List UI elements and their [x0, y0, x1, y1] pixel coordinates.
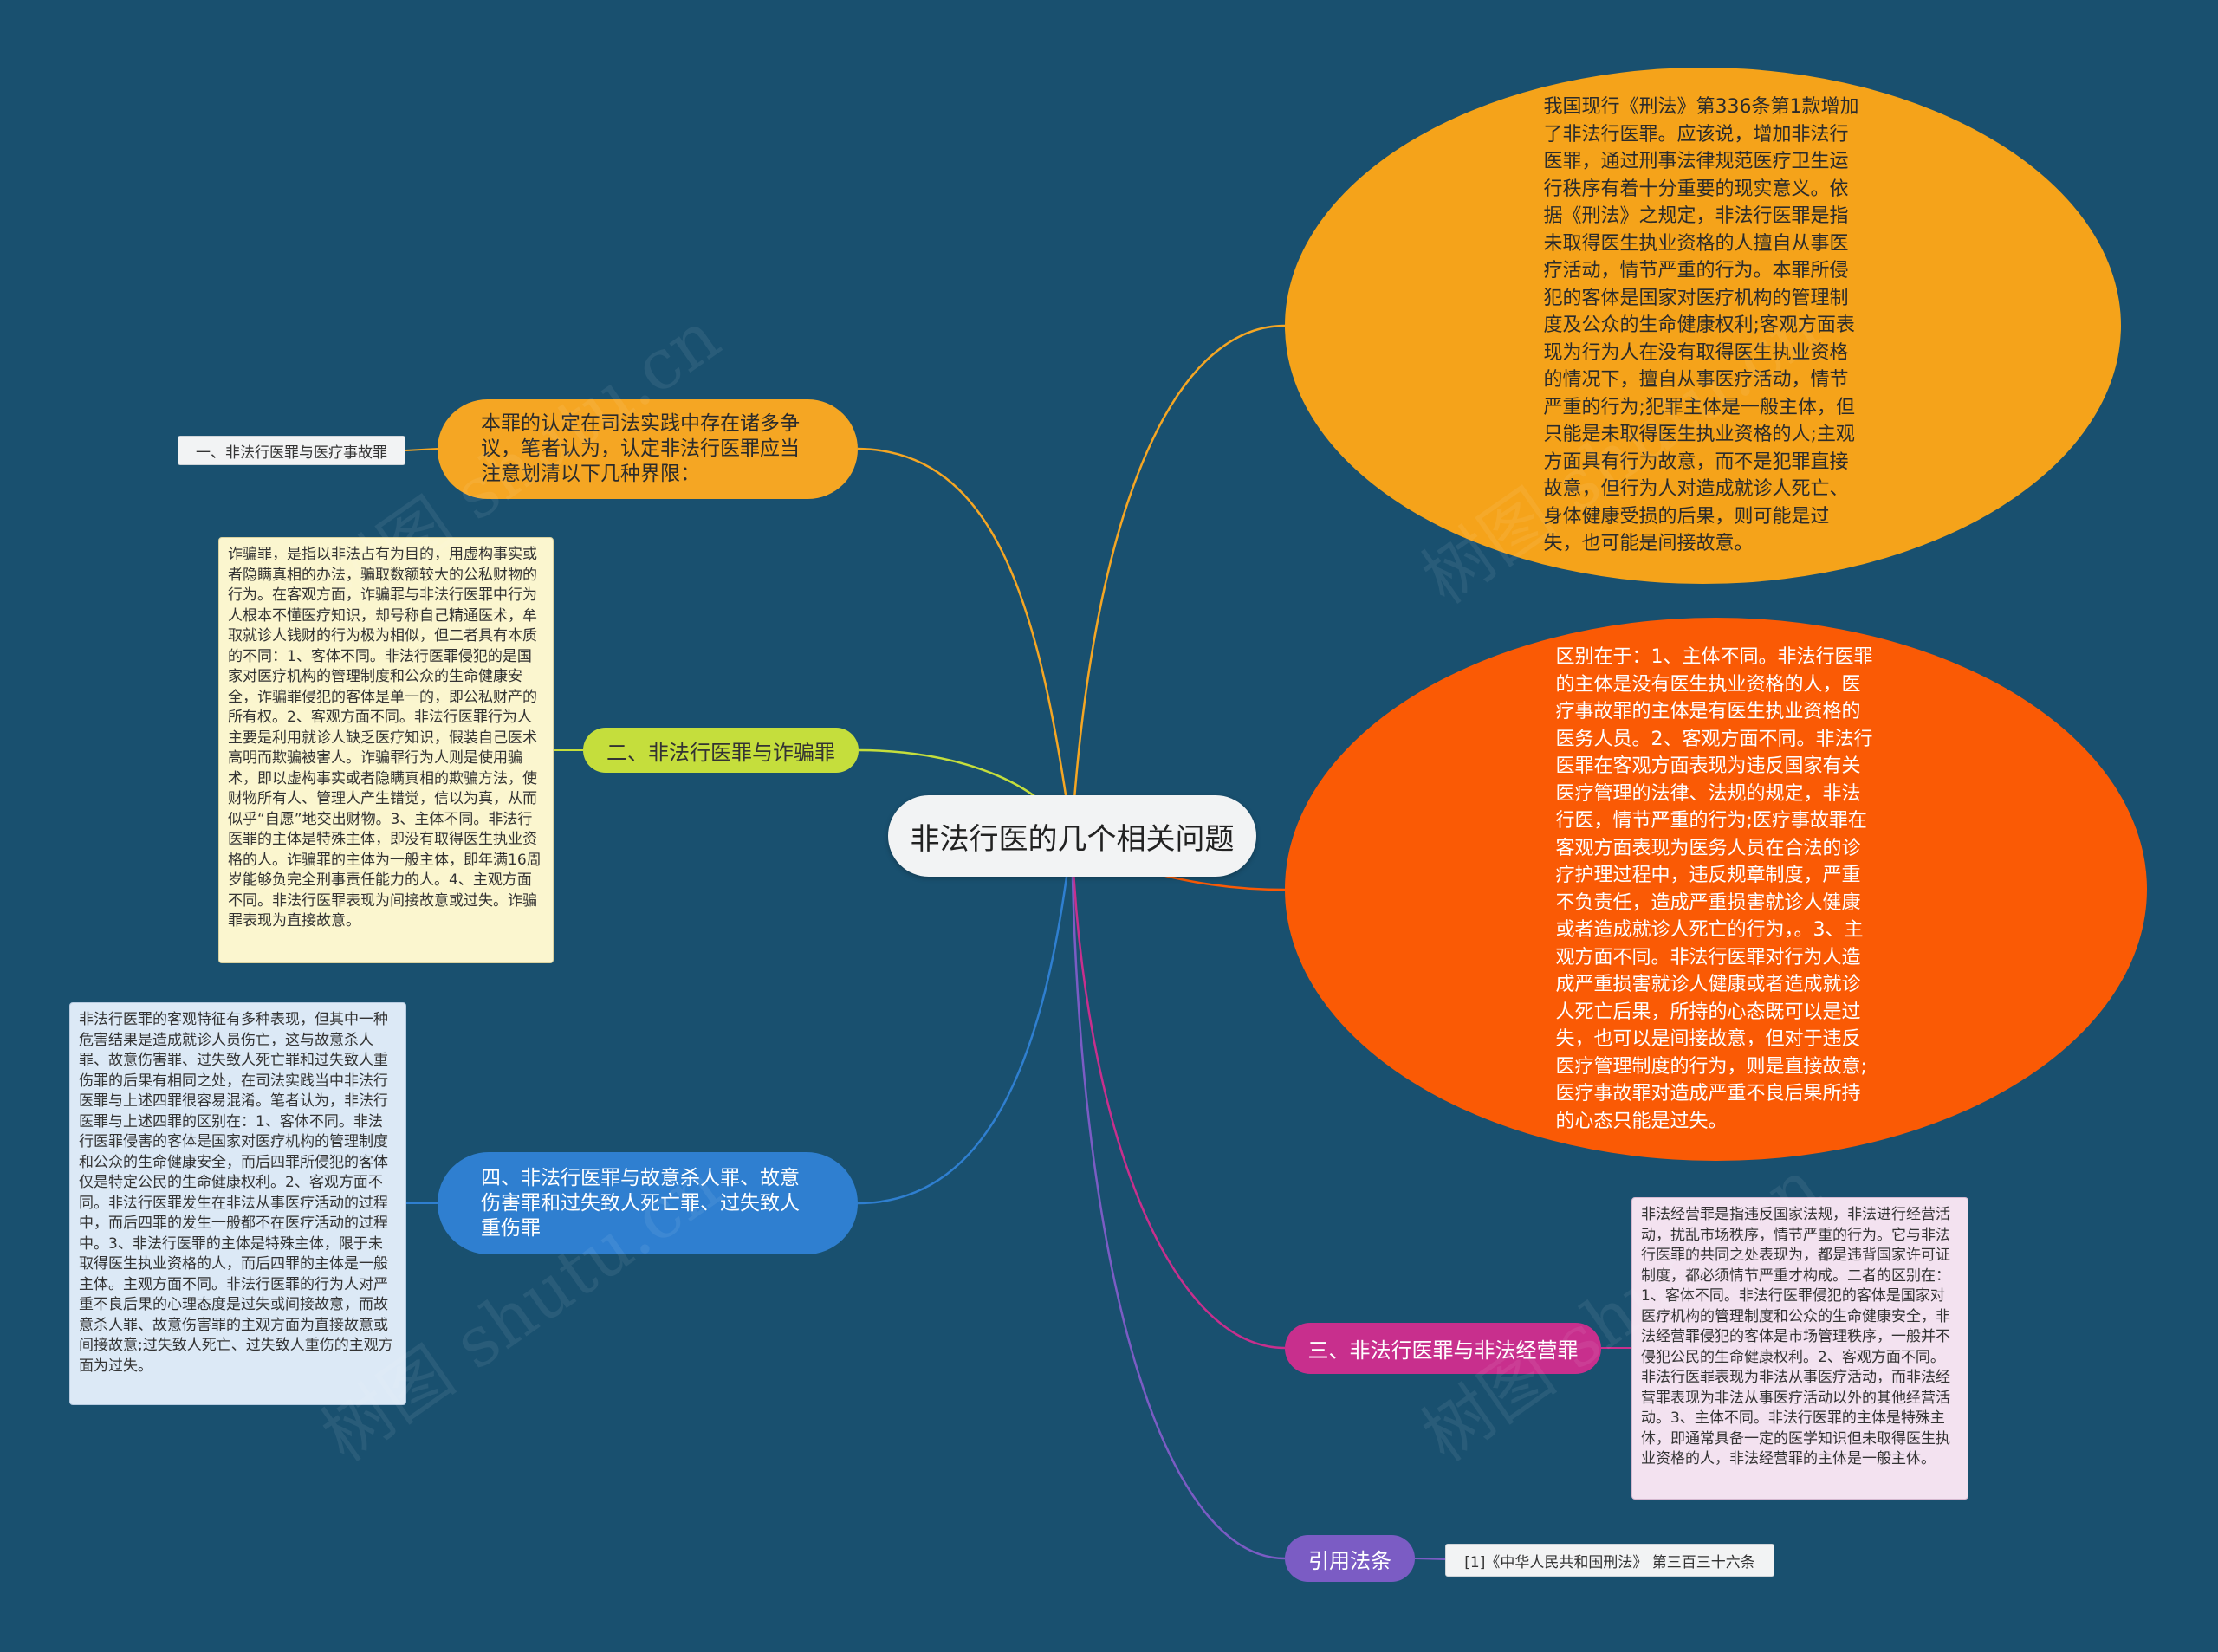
oval-definition-text: 我国现行《刑法》第336条第1款增加了非法行医罪。应该说，增加非法行医罪，通过刑…	[1543, 96, 1859, 555]
branch-2-fraud[interactable]: 二、非法行医罪与诈骗罪	[583, 728, 859, 773]
link-b5-cite	[1414, 1558, 1446, 1560]
branch-4-homicide-injury[interactable]: 四、非法行医罪与故意杀人罪、故意伤害罪和过失致人死亡罪、过失致人重伤罪	[438, 1152, 858, 1254]
branch-5-cited-law[interactable]: 引用法条	[1285, 1535, 1415, 1582]
branch-3-illegal-business[interactable]: 三、非法行医罪与非法经营罪	[1285, 1323, 1601, 1374]
branch-4-detail: 非法行医罪的客观特征有多种表现，但其中一种危害结果是造成就诊人员伤亡，这与故意杀…	[69, 1002, 406, 1405]
link-orange	[1070, 324, 1286, 837]
central-topic[interactable]: 非法行医的几个相关问题	[888, 795, 1256, 877]
oval-differences[interactable]: 区别在于：1、主体不同。非法行医罪的主体是没有医生执业资格的人，医疗事故罪的主体…	[1285, 618, 2147, 1161]
oval-differences-text: 区别在于：1、主体不同。非法行医罪的主体是没有医生执业资格的人，医疗事故罪的主体…	[1555, 646, 1873, 1132]
link-b5	[1070, 835, 1286, 1560]
link-b4	[857, 835, 1073, 1205]
branch-2-detail: 诈骗罪，是指以非法占有为目的，用虚构事实或者隐瞒真相的办法，骗取数额较大的公私财…	[218, 537, 554, 963]
link-b1	[857, 447, 1073, 837]
link-b1-child	[405, 448, 438, 451]
link-b3	[1070, 835, 1286, 1350]
branch-1-identification[interactable]: 本罪的认定在司法实践中存在诸多争议，笔者认为，认定非法行医罪应当注意划清以下几种…	[438, 399, 858, 499]
citation-item[interactable]: [1]《中华人民共和国刑法》 第三百三十六条	[1445, 1544, 1774, 1577]
branch-1-child-medical-accident[interactable]: 一、非法行医罪与医疗事故罪	[178, 436, 405, 465]
branch-3-detail: 非法经营罪是指违反国家法规，非法进行经营活动，扰乱市场秩序，情节严重的行为。它与…	[1631, 1197, 1968, 1500]
oval-definition[interactable]: 我国现行《刑法》第336条第1款增加了非法行医罪。应该说，增加非法行医罪，通过刑…	[1285, 68, 2121, 584]
